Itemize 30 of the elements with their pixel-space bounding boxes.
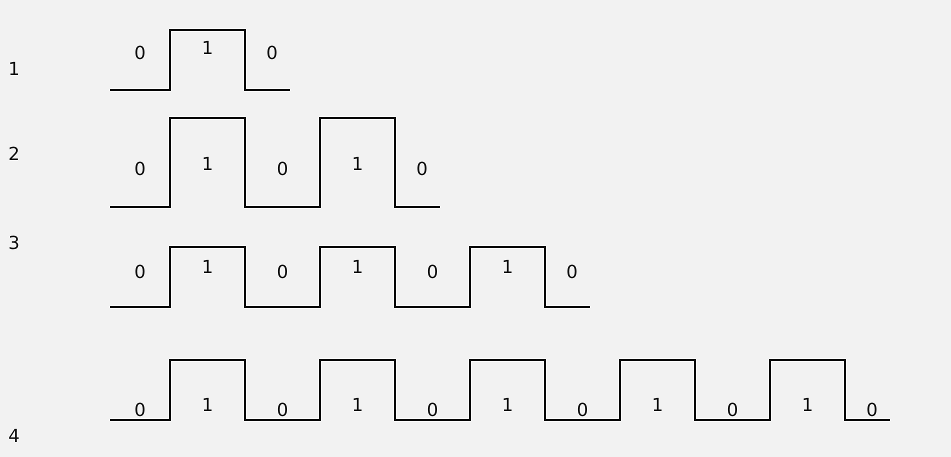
bit-value: 1: [352, 156, 364, 174]
row-number: 3: [8, 235, 20, 253]
bit-value: 0: [134, 264, 146, 282]
bit-value: 1: [202, 259, 214, 277]
bit-value: 0: [576, 402, 588, 420]
row-number: 2: [8, 146, 20, 164]
bit-value: 1: [802, 397, 814, 415]
bit-value: 1: [202, 40, 214, 58]
bit-value: 0: [276, 402, 288, 420]
row-number: 1: [8, 61, 20, 79]
bit-value: 0: [726, 402, 738, 420]
bit-value: 0: [134, 161, 146, 179]
bit-value: 1: [352, 259, 364, 277]
bit-value: 0: [266, 45, 278, 63]
bit-value: 1: [502, 259, 514, 277]
bit-value: 0: [276, 264, 288, 282]
bit-value: 0: [426, 264, 438, 282]
bit-value: 0: [426, 402, 438, 420]
bit-value: 0: [416, 161, 428, 179]
bit-value: 0: [134, 402, 146, 420]
bit-value: 0: [566, 264, 578, 282]
bit-value: 1: [502, 397, 514, 415]
bit-value: 1: [652, 397, 664, 415]
bit-value: 0: [276, 161, 288, 179]
bit-value: 0: [134, 45, 146, 63]
bit-value: 1: [202, 156, 214, 174]
row-number: 4: [8, 428, 20, 446]
bit-value: 1: [352, 397, 364, 415]
bit-value: 0: [866, 402, 878, 420]
bit-value: 1: [202, 397, 214, 415]
